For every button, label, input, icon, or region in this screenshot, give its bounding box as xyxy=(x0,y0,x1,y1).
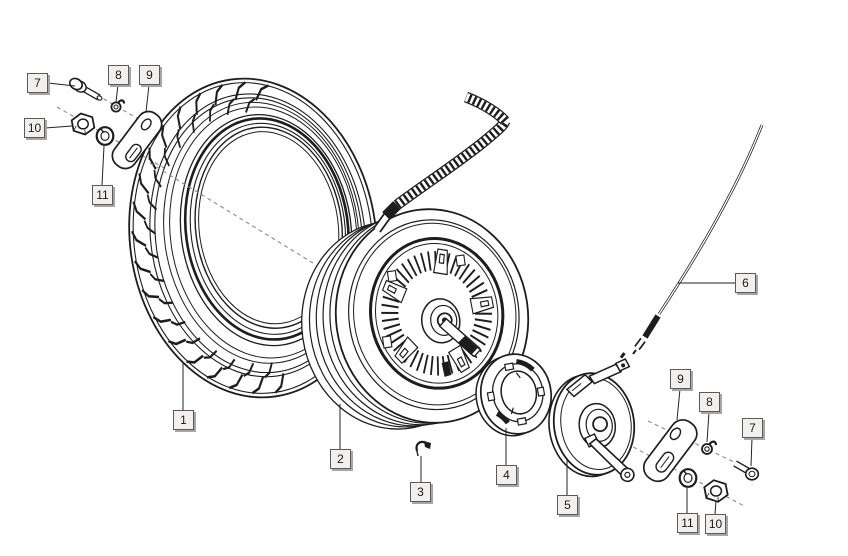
callout-11-left[interactable]: 11 xyxy=(92,185,113,205)
callout-6[interactable]: 6 xyxy=(735,273,756,293)
callout-7-left[interactable]: 7 xyxy=(27,73,48,93)
tire-part-1 xyxy=(128,77,378,399)
callout-8-left[interactable]: 8 xyxy=(108,65,129,85)
washer-left-part-11 xyxy=(95,126,115,146)
callout-11-right[interactable]: 11 xyxy=(677,513,698,533)
bolt-left-part-7 xyxy=(68,77,103,101)
brake-plate-part-5 xyxy=(548,352,636,483)
tire-tread-pattern xyxy=(131,81,285,395)
brake-shoes-part-4 xyxy=(475,353,553,437)
nut-left-part-10 xyxy=(70,112,96,136)
callout-8-right[interactable]: 8 xyxy=(699,392,720,412)
axle-thread xyxy=(458,336,478,355)
wheel-hub-part-2 xyxy=(301,208,530,430)
callout-3[interactable]: 3 xyxy=(410,482,431,502)
hub-stud xyxy=(441,361,452,377)
callout-10-left[interactable]: 10 xyxy=(24,118,45,138)
callout-10-right[interactable]: 10 xyxy=(705,514,726,534)
bolt-right-part-7 xyxy=(733,460,760,481)
callout-7-right[interactable]: 7 xyxy=(742,418,763,438)
callout-9-right[interactable]: 9 xyxy=(670,369,691,389)
brake-cam-lever xyxy=(588,363,623,385)
valve-part-3 xyxy=(415,440,431,457)
callout-4[interactable]: 4 xyxy=(496,465,517,485)
callout-9-left[interactable]: 9 xyxy=(139,65,160,85)
brake-cable-part-6 xyxy=(632,124,764,355)
washer-right-part-11 xyxy=(678,468,698,488)
callout-2[interactable]: 2 xyxy=(330,449,351,469)
clip-right-part-8 xyxy=(701,440,718,455)
speedo-hose xyxy=(373,91,511,233)
hub-spokes xyxy=(381,248,495,374)
clip-left-part-8 xyxy=(110,99,126,113)
axis-dashed-line-tire xyxy=(149,162,314,264)
callout-leader-lines xyxy=(44,82,753,515)
callout-5[interactable]: 5 xyxy=(557,495,578,515)
callout-1[interactable]: 1 xyxy=(173,410,194,430)
nut-right-part-10 xyxy=(703,479,729,503)
bracket-plate-right-part-9 xyxy=(642,419,698,483)
bracket-plate-left-part-9 xyxy=(111,110,163,170)
